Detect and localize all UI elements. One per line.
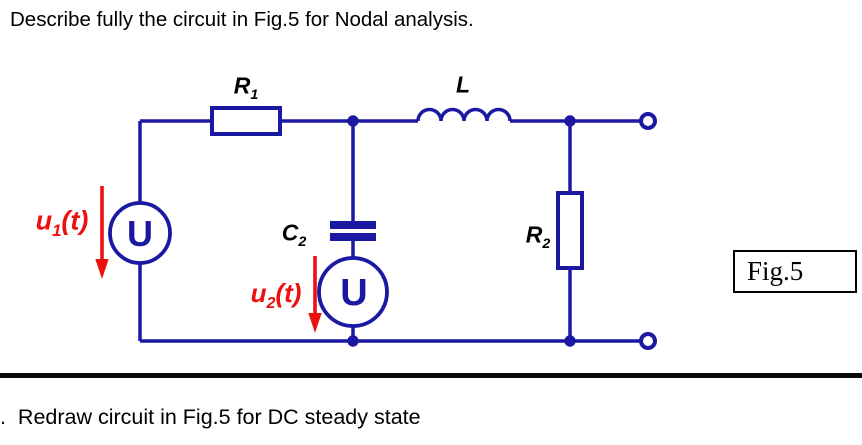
- terminal-top-right: [639, 112, 657, 130]
- inductor-l-label: L: [455, 71, 471, 98]
- resistor-r1-label: R1: [233, 72, 259, 104]
- problem-title: Describe fully the circuit in Fig.5 for …: [10, 8, 474, 31]
- terminal-bottom-right: [639, 332, 657, 350]
- capacitor-c2-plate-bottom: [330, 233, 376, 241]
- source-u2-circle: [317, 256, 389, 328]
- voltage-u1-label: u1(t): [35, 205, 89, 240]
- section-divider: [0, 373, 862, 378]
- resistor-r1-body: [210, 106, 282, 136]
- resistor-r2-label: R2: [525, 221, 551, 253]
- node-dot-bottom-right: [564, 335, 576, 347]
- inductor-l-coil: [416, 107, 512, 122]
- source-u1-circle: [108, 201, 172, 265]
- figure-caption-box: Fig.5: [733, 250, 857, 293]
- figure-caption: Fig.5: [747, 256, 804, 286]
- source-u2-symbol: U: [340, 272, 368, 314]
- voltage-u2-label: u2(t): [250, 278, 302, 313]
- source-u1-symbol: U: [127, 213, 153, 254]
- capacitor-c2-label: C2: [281, 219, 307, 251]
- capacitor-c2-plate-top: [330, 221, 376, 229]
- node-dot-top-right: [564, 115, 576, 127]
- u2-direction-arrow-head: [308, 313, 322, 333]
- resistor-r2-body: [556, 191, 584, 270]
- u1-direction-arrow-head: [95, 259, 109, 279]
- footer-task-text: . Redraw circuit in Fig.5 for DC steady …: [0, 405, 421, 429]
- node-dot-top-mid: [347, 115, 359, 127]
- node-dot-bottom-mid: [347, 335, 359, 347]
